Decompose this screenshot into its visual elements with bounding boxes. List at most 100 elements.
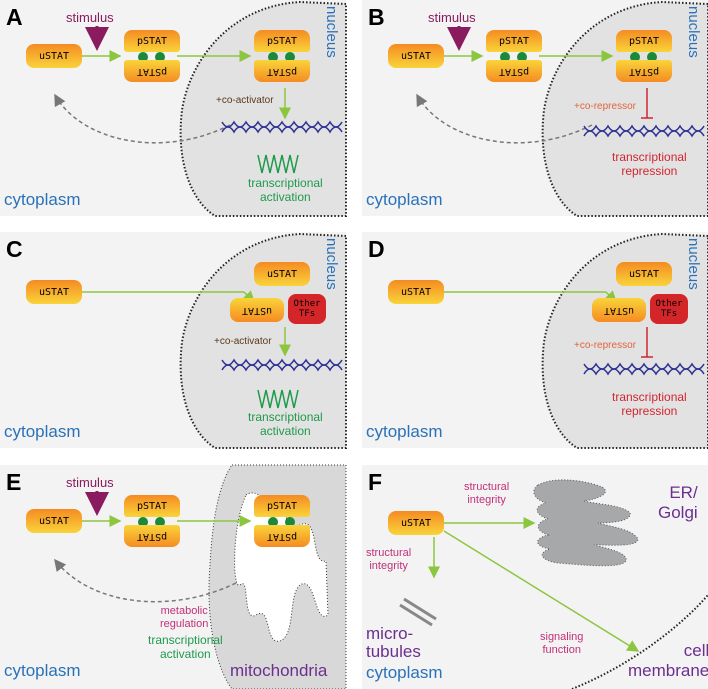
panel-f-graphics: [399, 479, 708, 689]
panel-b: B stimulus uSTAT pSTAT pSTAT pSTAT pSTAT…: [362, 0, 708, 217]
phospho-dot: [647, 52, 657, 62]
arrow-to-membrane: [443, 530, 640, 652]
mitochondria-label: mitochondria: [230, 661, 328, 680]
dna-helix: [221, 120, 343, 128]
er-golgi-shape: [533, 479, 639, 567]
dna-helix-2: [583, 130, 705, 138]
structural-line1: structural: [366, 547, 412, 559]
ustat-label: uSTAT: [38, 515, 70, 527]
stimulus-label: stimulus: [66, 475, 114, 490]
signaling-line1: signaling: [540, 631, 584, 643]
phospho-dot: [138, 517, 148, 527]
outcome-line2: activation: [160, 647, 211, 661]
metabolic-line1: metabolic: [160, 605, 208, 617]
mrna-wave: [257, 389, 299, 409]
outcome-line1: transcriptional: [248, 410, 323, 424]
other-tfs-line1: Other: [293, 299, 321, 309]
pstat-box-bottom: pSTAT: [254, 525, 310, 547]
er-golgi-label: ER/Golgi: [658, 483, 698, 523]
panel-c-graphics: [82, 232, 347, 449]
outcome-line2: repression: [621, 404, 678, 418]
outcome-line1: transcriptional: [612, 390, 687, 404]
cytoplasm-label: cytoplasm: [4, 422, 81, 441]
pstat-box-top: pSTAT: [124, 30, 180, 52]
dna-helix-2: [221, 364, 343, 372]
outcome-line1: transcriptional: [612, 150, 687, 164]
ustat-box: uSTAT: [26, 509, 82, 533]
ustat-box: uSTAT: [388, 44, 444, 68]
panel-letter: D: [368, 236, 385, 262]
pstat-label-flipped: pSTAT: [266, 530, 298, 542]
cell-line1: cell: [683, 641, 708, 660]
ustat-label: uSTAT: [400, 286, 432, 298]
pstat-box-top: pSTAT: [254, 495, 310, 517]
ustat-label: uSTAT: [38, 286, 70, 298]
other-tfs-line2: TFs: [298, 309, 316, 319]
panel-letter: F: [368, 469, 383, 495]
phospho-dot: [285, 517, 295, 527]
pstat-box-bottom: pSTAT: [254, 60, 310, 82]
pstat-label-flipped: pSTAT: [628, 65, 660, 77]
phospho-dot: [155, 52, 165, 62]
ustat-label: uSTAT: [38, 50, 70, 62]
nucleus-label: nucleus: [323, 6, 340, 58]
cell-line2: membrane: [628, 661, 708, 680]
mt-line2: tubules: [366, 642, 421, 661]
cytoplasm-label: cytoplasm: [366, 663, 443, 682]
panel-letter: B: [368, 4, 385, 30]
pstat-label: pSTAT: [498, 35, 530, 47]
structural-line1: structural: [464, 481, 510, 493]
outcome-line2: activation: [260, 424, 311, 438]
pstat-box-top: pSTAT: [254, 30, 310, 52]
pstat-label: pSTAT: [136, 500, 168, 512]
nucleus-label: nucleus: [685, 6, 702, 58]
panel-e: E stimulus uSTAT pSTAT pSTAT pSTAT pSTAT…: [0, 464, 347, 689]
phospho-dot: [630, 52, 640, 62]
dna-helix: [583, 124, 705, 132]
ustat-label: uSTAT: [400, 50, 432, 62]
ustat-label-flipped: uSTAT: [603, 304, 635, 316]
phospho-dot: [268, 517, 278, 527]
pstat-box-top: pSTAT: [124, 495, 180, 517]
pstat-box-top: pSTAT: [486, 30, 542, 52]
metabolic-line2: regulation: [160, 618, 209, 630]
dna-helix: [221, 358, 343, 366]
pstat-box-bottom: pSTAT: [486, 60, 542, 82]
pstat-label-flipped: pSTAT: [136, 65, 168, 77]
panel-d-graphics: [444, 232, 708, 449]
ustat-box: uSTAT: [26, 44, 82, 68]
pstat-box-bottom: pSTAT: [124, 60, 180, 82]
other-tfs-line2: TFs: [660, 309, 678, 319]
signaling-line2: function: [542, 644, 581, 656]
nucleus-label: nucleus: [685, 238, 702, 290]
outcome-line2: repression: [621, 164, 678, 178]
structural-line2: integrity: [369, 560, 408, 572]
phospho-dot: [285, 52, 295, 62]
corepressor-label: +co-repressor: [574, 340, 636, 351]
ustat-box-nuclear: uSTAT: [616, 262, 672, 286]
pstat-label-flipped: pSTAT: [136, 530, 168, 542]
pstat-box-bottom: pSTAT: [124, 525, 180, 547]
cell-membrane: [571, 594, 708, 689]
pstat-label: pSTAT: [628, 35, 660, 47]
ustat-box: uSTAT: [388, 511, 444, 535]
ustat-label: uSTAT: [266, 268, 298, 280]
dna-helix: [583, 362, 705, 370]
ustat-label: uSTAT: [628, 268, 660, 280]
panel-letter: E: [6, 469, 22, 495]
microtubules-label: micro-tubules: [366, 625, 421, 661]
mrna-wave: [257, 154, 299, 174]
phospho-dot: [138, 52, 148, 62]
recycle-arrow: [54, 93, 231, 144]
phospho-dot: [500, 52, 510, 62]
recycle-arrow: [416, 93, 593, 144]
nucleus-label: nucleus: [323, 238, 340, 290]
